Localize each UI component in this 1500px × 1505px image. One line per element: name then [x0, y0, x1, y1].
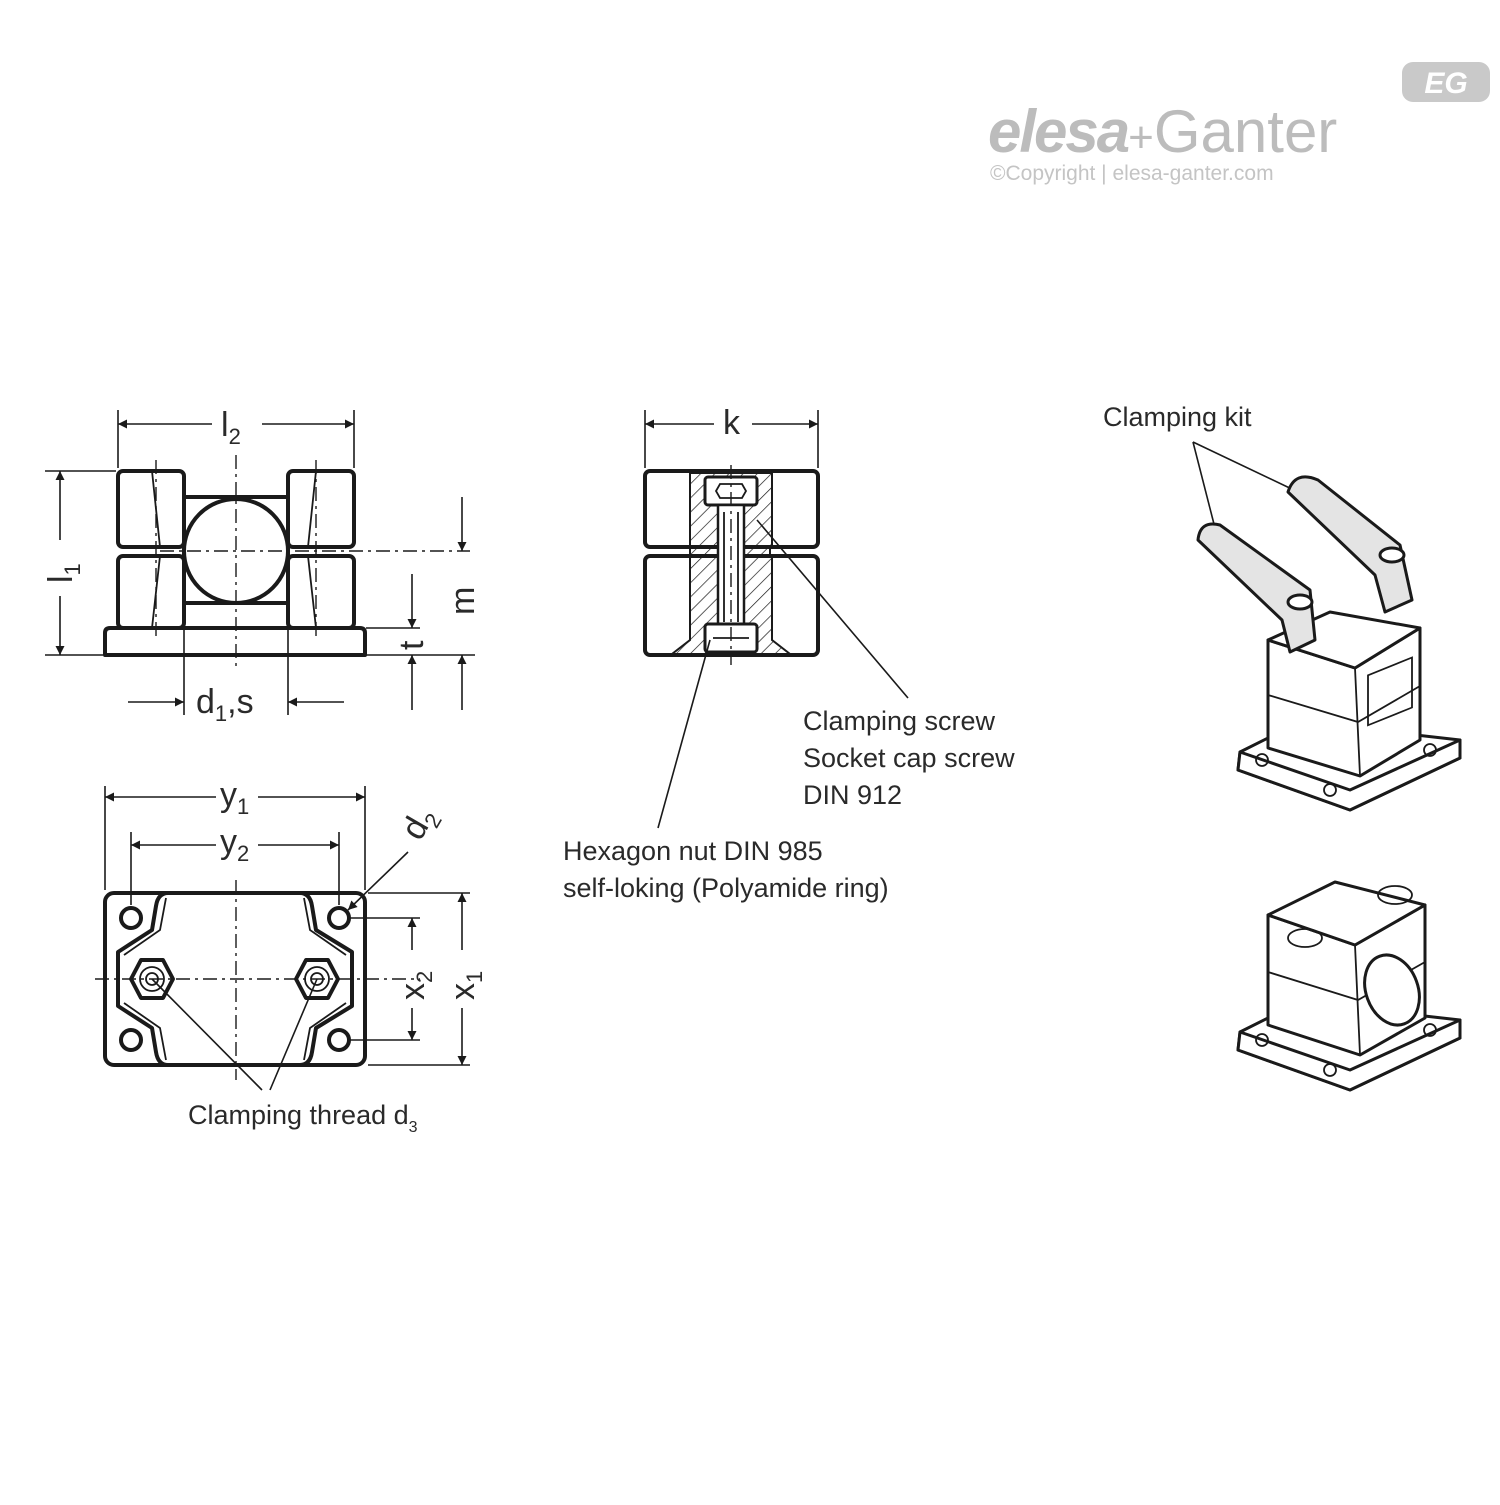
dim-t: t [393, 640, 431, 650]
brand-plus: + [1128, 113, 1154, 162]
mount-hole-bl [119, 1028, 143, 1052]
dim-x1: x1 [444, 971, 487, 1000]
top-body-inner [123, 897, 347, 1061]
iso2-bore [1363, 953, 1421, 1027]
isometric-with-clamping-kit: Clamping kit [1103, 402, 1462, 812]
mount-hole-tr [327, 906, 351, 930]
brand-badge-text: EG [1424, 67, 1467, 100]
dim-l1: l1 [42, 563, 85, 583]
dim-l2: l2 [221, 406, 241, 449]
brand-badge [1402, 62, 1490, 102]
dim-x2: x2 [394, 971, 437, 1000]
dim-k: k [723, 404, 741, 442]
top-body-outline [116, 891, 354, 1067]
iso1-lever-left [1196, 522, 1317, 654]
front-view: l2 l1 m t d1,s [42, 406, 482, 726]
callout-clamping-screw: Clamping screw Socket cap screw DIN 912 [803, 706, 1022, 810]
brand-name-left: elesa [988, 98, 1129, 165]
top-view: y1 y2 d2 x1 x2 Clamping thread d3 [95, 776, 487, 1136]
dim-d2: d2 [394, 800, 447, 848]
leader-hexagon-nut [657, 639, 711, 829]
brand-copyright: ©Copyright | elesa-ganter.com [990, 162, 1274, 185]
isometric-without-kit [1236, 880, 1462, 1092]
section-view: k Clamping screw Socket cap screw DIN 91… [563, 404, 1022, 903]
front-block-upper-left [116, 469, 186, 549]
mount-hole-tl [119, 906, 143, 930]
front-block-upper-right [286, 469, 356, 549]
dim-y1: y1 [220, 776, 249, 819]
front-block-lower-left [116, 554, 186, 630]
dim-m: m [444, 587, 482, 615]
dim-d1s: d1,s [196, 683, 254, 726]
callout-clamping-kit: Clamping kit [1103, 402, 1252, 432]
callout-hexagon-nut: Hexagon nut DIN 985 self-loking (Polyami… [563, 836, 889, 903]
dim-y2: y2 [220, 823, 249, 866]
callout-clamping-thread: Clamping thread d3 [188, 1100, 418, 1136]
hex-screw-left [129, 958, 175, 1000]
front-block-lower-right [286, 554, 356, 630]
front-base-flange [103, 626, 367, 657]
leader-clamping-screw [756, 519, 909, 699]
iso1-lever-right [1286, 475, 1414, 614]
brand-wordmark: elesa+Ganter [988, 98, 1337, 165]
mount-hole-br [327, 1028, 351, 1052]
brand-name-right: Ganter [1154, 98, 1337, 165]
brand-logo: EG elesa+Ganter ©Copyright | elesa-gante… [988, 62, 1490, 185]
